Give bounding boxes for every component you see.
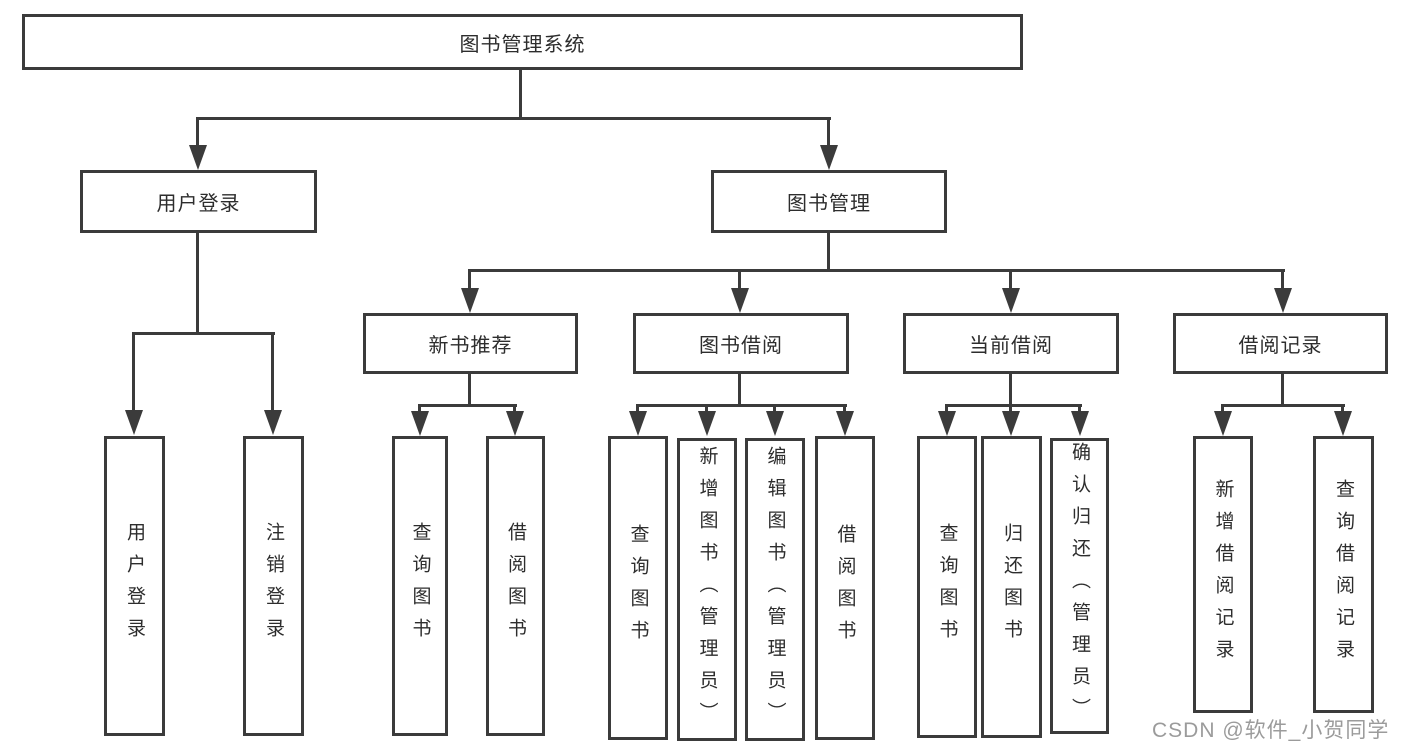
arrow-down-icon: [189, 145, 207, 170]
connector-hline: [945, 404, 1082, 407]
connector-vline: [636, 404, 639, 413]
connector-vline: [773, 404, 776, 413]
leaf-logout: 注销登录: [243, 436, 304, 736]
connector-vline: [468, 374, 471, 405]
connector-hline: [196, 117, 831, 120]
arrow-down-icon: [629, 411, 647, 436]
arrow-down-icon: [820, 145, 838, 170]
arrow-down-icon: [125, 410, 143, 435]
leaf-query-books-c: 查询图书: [917, 436, 977, 738]
node-book-borrowing: 图书借阅: [633, 313, 849, 374]
connector-hline: [468, 269, 1285, 272]
arrow-down-icon: [1334, 411, 1352, 436]
connector-hline: [418, 404, 517, 407]
arrow-down-icon: [1214, 411, 1232, 436]
leaf-query-books-b: 查询图书: [608, 436, 668, 740]
connector-vline: [827, 233, 830, 271]
leaf-borrow-books-b: 借阅图书: [815, 436, 875, 740]
connector-vline: [738, 269, 741, 289]
connector-vline: [1341, 404, 1344, 413]
arrow-down-icon: [938, 411, 956, 436]
connector-vline: [513, 404, 516, 413]
connector-vline: [705, 404, 708, 413]
connector-vline: [1009, 269, 1012, 289]
connector-vline: [132, 332, 135, 410]
leaf-borrow-books-a: 借阅图书: [486, 436, 545, 736]
arrow-down-icon: [698, 411, 716, 436]
leaf-confirm-return-admin: 确认归还（管理员）: [1050, 438, 1109, 734]
connector-vline: [827, 117, 830, 147]
node-borrowing-records: 借阅记录: [1173, 313, 1388, 374]
arrow-down-icon: [506, 411, 524, 436]
arrow-down-icon: [766, 411, 784, 436]
connector-vline: [196, 117, 199, 147]
connector-vline: [945, 404, 948, 413]
arrow-down-icon: [836, 411, 854, 436]
connector-vline: [468, 269, 471, 289]
leaf-edit-book-admin: 编辑图书（管理员）: [745, 438, 805, 741]
connector-hline: [636, 404, 847, 407]
connector-vline: [843, 404, 846, 413]
connector-vline: [418, 404, 421, 413]
connector-vline: [1281, 374, 1284, 405]
arrow-down-icon: [264, 410, 282, 435]
leaf-return-book: 归还图书: [981, 436, 1042, 738]
node-root: 图书管理系统: [22, 14, 1023, 70]
leaf-user-login: 用户登录: [104, 436, 165, 736]
connector-vline: [1221, 404, 1224, 413]
connector-vline: [196, 233, 199, 333]
leaf-query-books-a: 查询图书: [392, 436, 448, 736]
arrow-down-icon: [461, 288, 479, 313]
arrow-down-icon: [1002, 288, 1020, 313]
connector-hline: [1221, 404, 1345, 407]
watermark: CSDN @软件_小贺同学: [1152, 719, 1390, 742]
connector-vline: [1009, 374, 1012, 405]
node-book-management: 图书管理: [711, 170, 947, 233]
arrow-down-icon: [1274, 288, 1292, 313]
node-user-login: 用户登录: [80, 170, 317, 233]
leaf-add-book-admin: 新增图书（管理员）: [677, 438, 737, 741]
connector-vline: [519, 70, 522, 118]
connector-vline: [1009, 404, 1012, 413]
leaf-add-borrowing-record: 新增借阅记录: [1193, 436, 1253, 713]
arrow-down-icon: [411, 411, 429, 436]
connector-vline: [738, 374, 741, 405]
arrow-down-icon: [731, 288, 749, 313]
connector-vline: [271, 332, 274, 410]
connector-vline: [1281, 269, 1284, 289]
node-current-borrowing: 当前借阅: [903, 313, 1119, 374]
connector-hline: [132, 332, 275, 335]
connector-vline: [1078, 404, 1081, 413]
node-new-book-recommendation: 新书推荐: [363, 313, 578, 374]
arrow-down-icon: [1002, 411, 1020, 436]
arrow-down-icon: [1071, 411, 1089, 436]
leaf-query-borrowing-record: 查询借阅记录: [1313, 436, 1374, 713]
